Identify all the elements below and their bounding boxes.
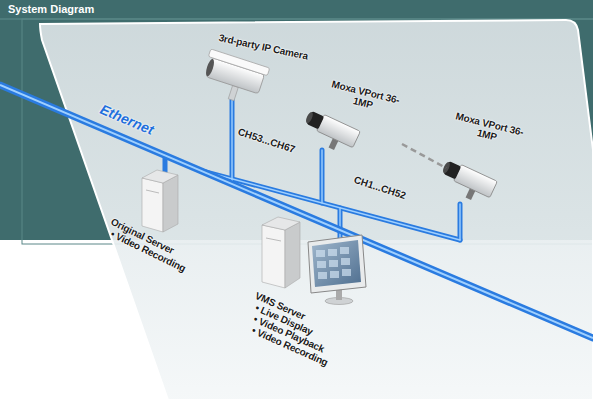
camera-wire [230,100,235,184]
wire-highlight [321,150,322,203]
camera-mount [228,85,238,100]
diagram-title: System Diagram [8,3,94,15]
camera-body [453,164,497,197]
vport-camera-icon [436,158,497,206]
drive-bay [266,238,281,241]
camera-wire [458,204,463,240]
dashed-link [402,144,446,168]
lens-glass [442,161,452,174]
camera-body [316,114,360,147]
tower-side [285,222,300,288]
camera-wire [320,150,325,203]
screen-tile [341,258,350,265]
ip-camera-icon [198,49,270,108]
tower-front [142,178,163,232]
wire-highlight [459,204,460,240]
device-node: 3rd-party IP Camera [198,28,314,102]
screen-tile [316,250,325,257]
screen-tiles [316,247,351,279]
device-node: Original Server• Video Recording [100,164,210,274]
bus-highlight [0,85,593,338]
tower-front [262,225,285,288]
screen-tile [318,272,327,279]
device-node: Moxa VPort 36-1MP [446,108,532,208]
device-name: Moxa VPort 36-1MP [327,78,402,117]
monitor-icon [308,235,366,305]
screen-tile [317,261,326,268]
device-node: VMS Server• Live Display• Video Playback… [252,212,370,362]
label-group: Moxa VPort 36-1MP [327,78,402,117]
tower-top [262,217,300,230]
tower-top [142,170,178,183]
monitor-frame [308,235,366,293]
label-group: Original Server• Video Recording [104,216,204,280]
ethernet-cables [0,85,593,338]
screen-tile [330,271,339,278]
monitor-screen [312,240,361,287]
screen-tile [340,247,349,254]
ethernet-bus [0,85,593,338]
device-name: 3rd-party IP Camera [218,32,328,66]
device-node: Moxa VPort 36-1MP [312,76,402,156]
screen-tile [328,249,337,256]
drive-bay [146,190,159,193]
wire-highlights [200,100,460,240]
wire-highlight [339,208,340,240]
server-tower-icon [262,217,300,288]
label-group: 3rd-party IP Camera [218,32,328,66]
tower-side [163,175,178,232]
lens-glass [305,111,315,124]
glass-panel [40,20,593,400]
vms-wire [338,208,343,240]
vport-camera-icon [299,108,360,156]
camera-lens [204,58,215,77]
screen-tile [342,269,351,276]
screen-tile [329,260,338,267]
server-tower-icon [142,170,178,232]
label-group: Moxa VPort 36-1MP [451,110,526,149]
camera-sunshield [208,49,269,76]
wire-highlight [231,100,232,184]
device-name: Moxa VPort 36-1MP [451,110,526,149]
